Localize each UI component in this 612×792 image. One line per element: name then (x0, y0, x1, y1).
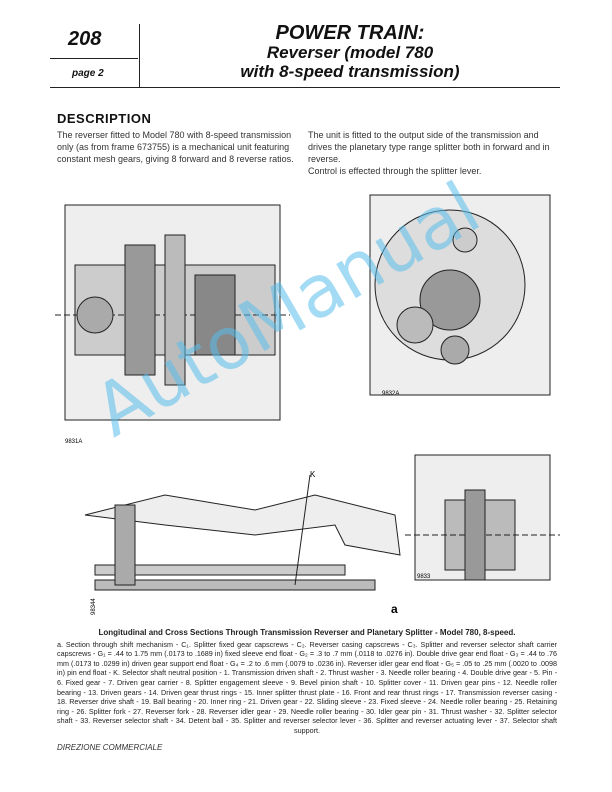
caption-title: Longitudinal and Cross Sections Through … (98, 628, 516, 637)
page-number: page 2 (72, 68, 104, 79)
divider (50, 58, 138, 59)
title-line: POWER TRAIN: (275, 22, 425, 44)
longitudinal-section-figure: 9831A (55, 204, 290, 445)
k-label: K (310, 470, 316, 479)
description-heading: DESCRIPTION (57, 111, 152, 126)
description-left: The reverser fitted to Model 780 with 8-… (57, 130, 294, 164)
divider (139, 24, 140, 87)
title-line: Reverser (model 780 (266, 43, 434, 62)
figure-code: 9833 (417, 574, 431, 580)
shift-mechanism-figure: K a 98344 (84, 470, 401, 616)
divider (50, 87, 560, 88)
page-title: POWER TRAIN: Reverser (model 780 with 8-… (150, 22, 550, 81)
idler-gear-figure: 9833 (405, 454, 560, 581)
cross-section-figure: 9832A (369, 194, 551, 397)
description-right: The unit is fitted to the output side of… (308, 129, 553, 177)
description-paragraph: The unit is fitted to the output side of… (308, 130, 550, 164)
caption-body: a. Section through shift mechanism - C₁.… (57, 639, 557, 735)
figure-code: 9832A (382, 391, 399, 397)
footer: DIREZIONE COMMERCIALE (57, 743, 163, 752)
section-number: 208 (68, 28, 102, 50)
figure-code: 9831A (65, 439, 82, 445)
figure-code: 98344 (91, 598, 97, 615)
title-line: with 8-speed transmission) (240, 62, 460, 81)
figure-letter: a (391, 602, 398, 616)
description-paragraph: Control is effected through the splitter… (308, 166, 482, 176)
figure-caption: Longitudinal and Cross Sections Through … (57, 628, 557, 736)
